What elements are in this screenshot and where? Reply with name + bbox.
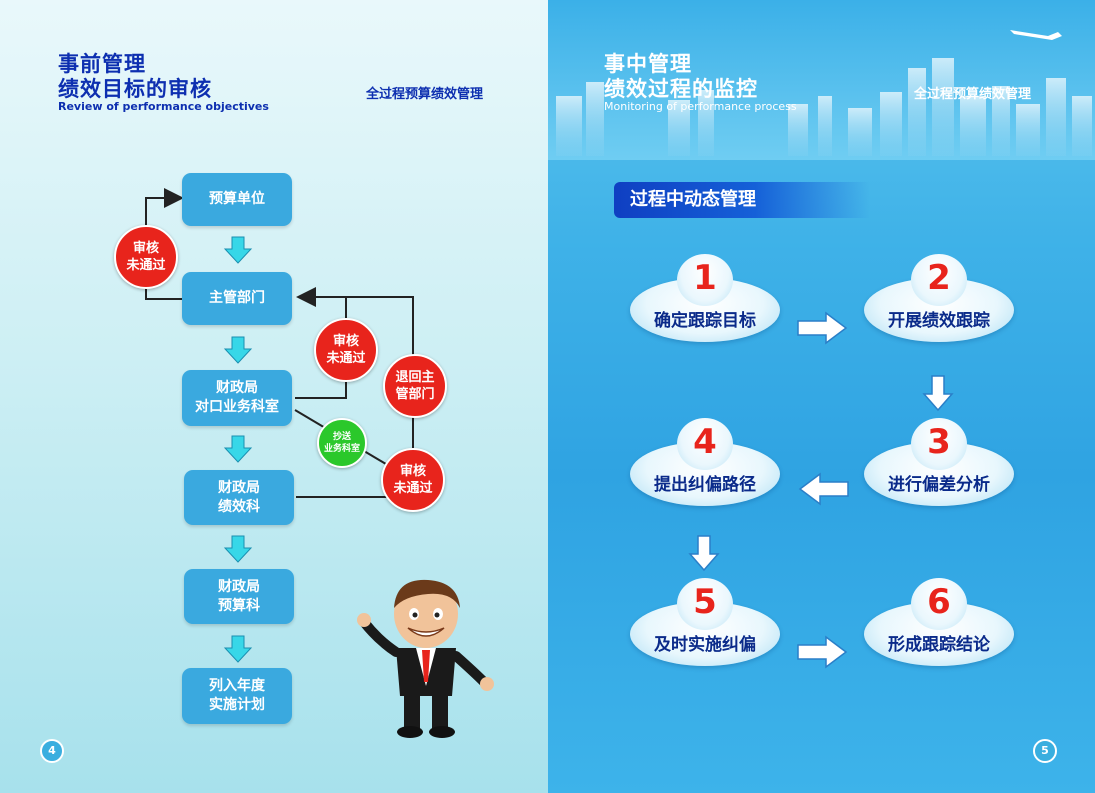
right-title-line1: 事中管理 [604, 52, 692, 76]
left-title-english: Review of performance objectives [58, 100, 269, 113]
left-page: 事前管理 绩效目标的审核 Review of performance objec… [0, 0, 548, 793]
step-3-label: 进行偏差分析 [888, 475, 990, 495]
reject-circle-3: 审核 未通过 [381, 448, 445, 512]
arrow-down-2-3 [922, 375, 954, 412]
left-title-line1: 事前管理 [58, 52, 146, 76]
flow-box-budget-unit: 预算单位 [182, 173, 292, 226]
page-number-left: 4 [40, 739, 64, 763]
flow-box-finance-business: 财政局 对口业务科室 [182, 370, 292, 426]
step-3-number: 3 [927, 422, 951, 462]
step-1-label: 确定跟踪目标 [654, 311, 756, 331]
step-3: 3 进行偏差分析 [864, 418, 1014, 506]
step-2-number: 2 [927, 258, 951, 298]
down-arrow-4 [223, 535, 253, 563]
section-title: 过程中动态管理 [614, 182, 870, 218]
page-number-right: 5 [1033, 739, 1057, 763]
down-arrow-5 [223, 635, 253, 663]
step-1: 1 确定跟踪目标 [630, 254, 780, 342]
return-circle: 退回主 管部门 [383, 354, 447, 418]
step-4-number: 4 [693, 422, 717, 462]
step-2: 2 开展绩效跟踪 [864, 254, 1014, 342]
right-title-english: Monitoring of performance process [604, 100, 797, 113]
right-running-header: 全过程预算绩效管理 [914, 87, 1032, 102]
cc-circle: 抄送 业务科室 [317, 418, 367, 468]
arrow-right-5-6 [797, 635, 848, 669]
down-arrow-2 [223, 336, 253, 364]
flow-box-competent-dept: 主管部门 [182, 272, 292, 325]
right-title-line2: 绩效过程的监控 [604, 77, 758, 101]
reject-circle-1: 审核 未通过 [114, 225, 178, 289]
step-2-label: 开展绩效跟踪 [888, 311, 990, 331]
flow-box-finance-budget: 财政局 预算科 [184, 569, 294, 624]
arrow-right-1-2 [797, 311, 848, 345]
step-5: 5 及时实施纠偏 [630, 578, 780, 666]
step-6-label: 形成跟踪结论 [888, 635, 990, 655]
step-6-number: 6 [927, 582, 951, 622]
flow-box-annual-plan: 列入年度 实施计划 [182, 668, 292, 724]
arrow-left-3-4 [798, 472, 849, 506]
left-running-header: 全过程预算绩效管理 [366, 87, 484, 102]
step-5-number: 5 [693, 582, 717, 622]
arrow-down-4-5 [688, 535, 720, 572]
step-arrows [688, 311, 954, 669]
step-6: 6 形成跟踪结论 [864, 578, 1014, 666]
down-arrow-1 [223, 236, 253, 264]
reject-circle-2: 审核 未通过 [314, 318, 378, 382]
businessman-cartoon [357, 579, 494, 738]
flow-box-finance-performance: 财政局 绩效科 [184, 470, 294, 525]
city-skyline-banner [548, 0, 1095, 160]
down-arrow-3 [223, 435, 253, 463]
step-5-label: 及时实施纠偏 [654, 635, 756, 655]
down-arrows [223, 236, 253, 663]
step-4-label: 提出纠偏路径 [654, 475, 756, 495]
left-title-line2: 绩效目标的审核 [58, 77, 212, 101]
step-1-number: 1 [693, 258, 717, 298]
right-page: 事中管理 绩效过程的监控 Monitoring of performance p… [548, 0, 1095, 793]
step-4: 4 提出纠偏路径 [630, 418, 780, 506]
